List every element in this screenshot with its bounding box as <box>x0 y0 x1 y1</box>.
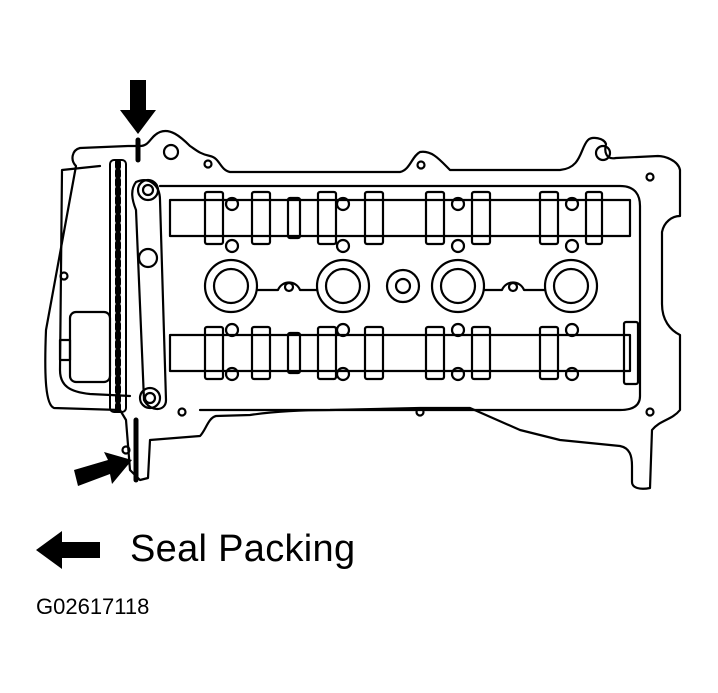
left-arrow-icon <box>36 530 100 569</box>
intake-camshaft <box>168 190 632 246</box>
exhaust-camshaft <box>168 320 640 386</box>
callout-arrow-top <box>120 80 156 134</box>
legend: Seal Packing <box>36 528 355 571</box>
chain-tensioner <box>68 310 112 384</box>
head-outline <box>44 129 682 490</box>
legend-label: Seal Packing <box>130 528 356 570</box>
guide-bolt-bottom <box>138 386 162 410</box>
spark-plug-wells <box>203 258 599 314</box>
callout-arrow-bottom <box>74 452 132 486</box>
inner-outline <box>58 164 642 412</box>
figure-id: G02617118 <box>36 594 150 619</box>
cam-cap-bolts <box>224 196 580 382</box>
chain-guide <box>131 179 168 411</box>
timing-chain <box>109 159 127 413</box>
guide-bolt-top <box>136 178 160 202</box>
perimeter-holes <box>59 143 655 455</box>
cylinder-head-diagram <box>44 80 682 490</box>
